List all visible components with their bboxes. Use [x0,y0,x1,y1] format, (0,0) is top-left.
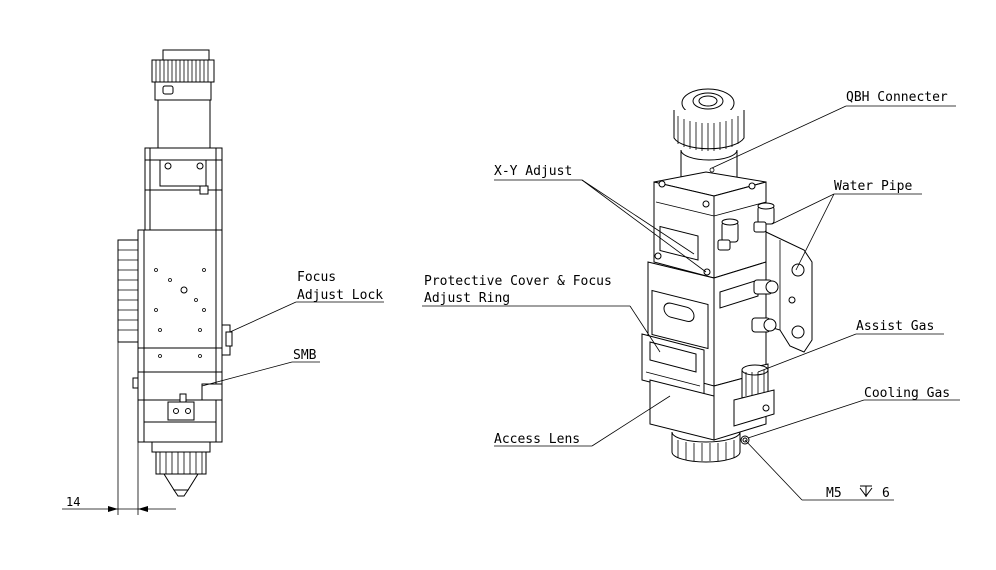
smb-label: SMB [293,348,317,363]
iso-leaders [422,105,960,501]
protective-cover-label-line1: Protective Cover & Focus [424,274,612,289]
xy-adjust-block [653,171,767,279]
side-view: 14 Focus Adjust Lock SMB [62,49,384,515]
dimension-14: 14 [62,342,176,515]
depth-symbol-icon [859,485,873,497]
cooling-gas-label: Cooling Gas [864,386,950,401]
side-view-top-connector [151,49,215,149]
side-view-nozzle [151,441,211,497]
side-view-leaders [201,301,384,387]
access-lens-label: Access Lens [494,432,580,447]
protective-cover-label-line2: Adjust Ring [424,291,510,306]
xy-adjust-label: X-Y Adjust [494,164,572,179]
water-pipe-fittings [717,202,775,251]
water-pipe-label: Water Pipe [834,179,912,194]
focus-adjust-lock-label-line1: Focus [297,270,336,285]
side-view-upper-block [144,147,223,231]
assist-gas-label: Assist Gas [856,319,934,334]
iso-lower-body [649,363,775,445]
m5-thread-label: M5 [826,486,842,501]
iso-nozzle [671,431,741,463]
qbh-connecter-label: QBH Connecter [846,90,948,105]
side-view-main-body [117,229,233,356]
m5-depth-label: 6 [882,486,890,501]
iso-view: QBH Connecter X-Y Adjust Water Pipe Prot… [422,88,960,501]
dimension-14-label: 14 [66,495,80,509]
side-view-lower-block [132,347,223,443]
focus-adjust-lock-label-line2: Adjust Lock [297,288,383,303]
